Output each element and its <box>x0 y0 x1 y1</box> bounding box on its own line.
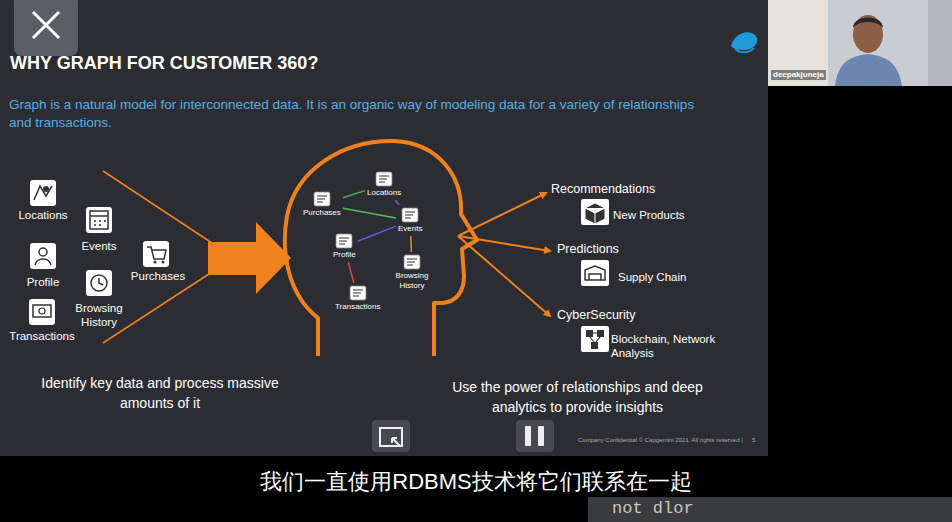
node-label: Transactions <box>335 302 381 312</box>
relation-line <box>358 226 396 241</box>
graph-node: Browsing History <box>386 253 438 292</box>
head-outline <box>285 141 477 356</box>
output-item: Blockchain, Network Analysis <box>611 332 729 360</box>
input-label: Transactions <box>0 329 84 343</box>
input-label: Profile <box>18 275 68 289</box>
code-text: not dlor <box>612 499 694 519</box>
person-shirt <box>835 54 902 86</box>
output-heading: Predictions <box>557 242 667 258</box>
input-label: Browsing History <box>68 301 130 329</box>
node-icon <box>403 254 421 270</box>
graph-node: Purchases <box>302 190 342 219</box>
input-label: Locations <box>10 208 76 222</box>
close-button <box>14 0 78 56</box>
pause-button <box>516 420 554 452</box>
output-arrow <box>458 193 546 236</box>
output-heading: CyberSecurity <box>557 308 677 324</box>
node-label: Locations <box>367 188 401 198</box>
code-panel <box>588 497 952 522</box>
logo <box>731 32 757 50</box>
pause-icon <box>538 426 544 446</box>
node-label: Events <box>398 224 422 234</box>
events-icon <box>86 207 112 233</box>
relation-line <box>343 208 396 218</box>
subtitle: Graph is a natural model for interconnec… <box>9 96 709 132</box>
graph-node: Locations <box>366 170 402 199</box>
node-icon <box>349 285 367 301</box>
profile-icon <box>30 243 56 269</box>
location-icon <box>30 180 56 206</box>
node-label: Purchases <box>303 208 341 218</box>
input-label: Events <box>76 239 122 253</box>
video-panel <box>768 0 952 86</box>
close-icon <box>33 12 59 38</box>
slide-title: WHY GRAPH FOR CUSTOMER 360? <box>10 52 318 75</box>
node-icon <box>401 207 419 223</box>
relation-line <box>410 236 412 252</box>
pip-icon <box>392 438 400 446</box>
participant-name: deepakjuneja <box>771 70 826 80</box>
transactions-icon <box>29 299 55 325</box>
relation-line <box>348 262 354 283</box>
graph-node: Transactions <box>334 284 382 313</box>
node-label: Browsing History <box>387 271 437 291</box>
node-label: Profile <box>333 250 356 260</box>
product-icon <box>581 199 609 225</box>
big-arrow <box>208 222 291 294</box>
output-item: New Products <box>613 208 723 222</box>
output-arrow <box>458 236 550 316</box>
caption-note: Identify key data and process massive am… <box>35 373 285 413</box>
page-number: 5 <box>752 437 755 445</box>
supply-icon <box>581 260 609 286</box>
pip-button <box>372 420 410 452</box>
video-window <box>768 0 828 86</box>
logo <box>735 48 754 52</box>
network-icon <box>581 326 609 352</box>
caption-note: Use the power of relationships and deep … <box>440 377 715 417</box>
relation-line <box>395 200 399 205</box>
output-item: Supply Chain <box>618 270 728 284</box>
node-icon <box>335 233 353 249</box>
person-hair <box>853 18 883 29</box>
node-icon <box>375 171 393 187</box>
leader-line <box>103 171 212 243</box>
person-head <box>853 15 883 53</box>
video-wall <box>928 0 952 86</box>
browsing-icon <box>86 270 112 296</box>
pip-icon <box>380 428 402 446</box>
graph-node: Profile <box>332 232 357 261</box>
graph-node: Events <box>397 206 423 235</box>
slide-ground <box>0 0 768 456</box>
output-heading: Recommendations <box>551 182 681 198</box>
subtitle-caption: 我们一直使用RDBMS技术将它们联系在一起 <box>0 468 952 496</box>
node-icon <box>313 191 331 207</box>
input-label: Purchases <box>126 269 190 283</box>
relation-line <box>343 191 365 198</box>
pause-icon <box>525 426 531 446</box>
footer-note: Company Confidential © Capgemini 2021. A… <box>578 437 743 445</box>
purchases-icon <box>143 241 169 267</box>
